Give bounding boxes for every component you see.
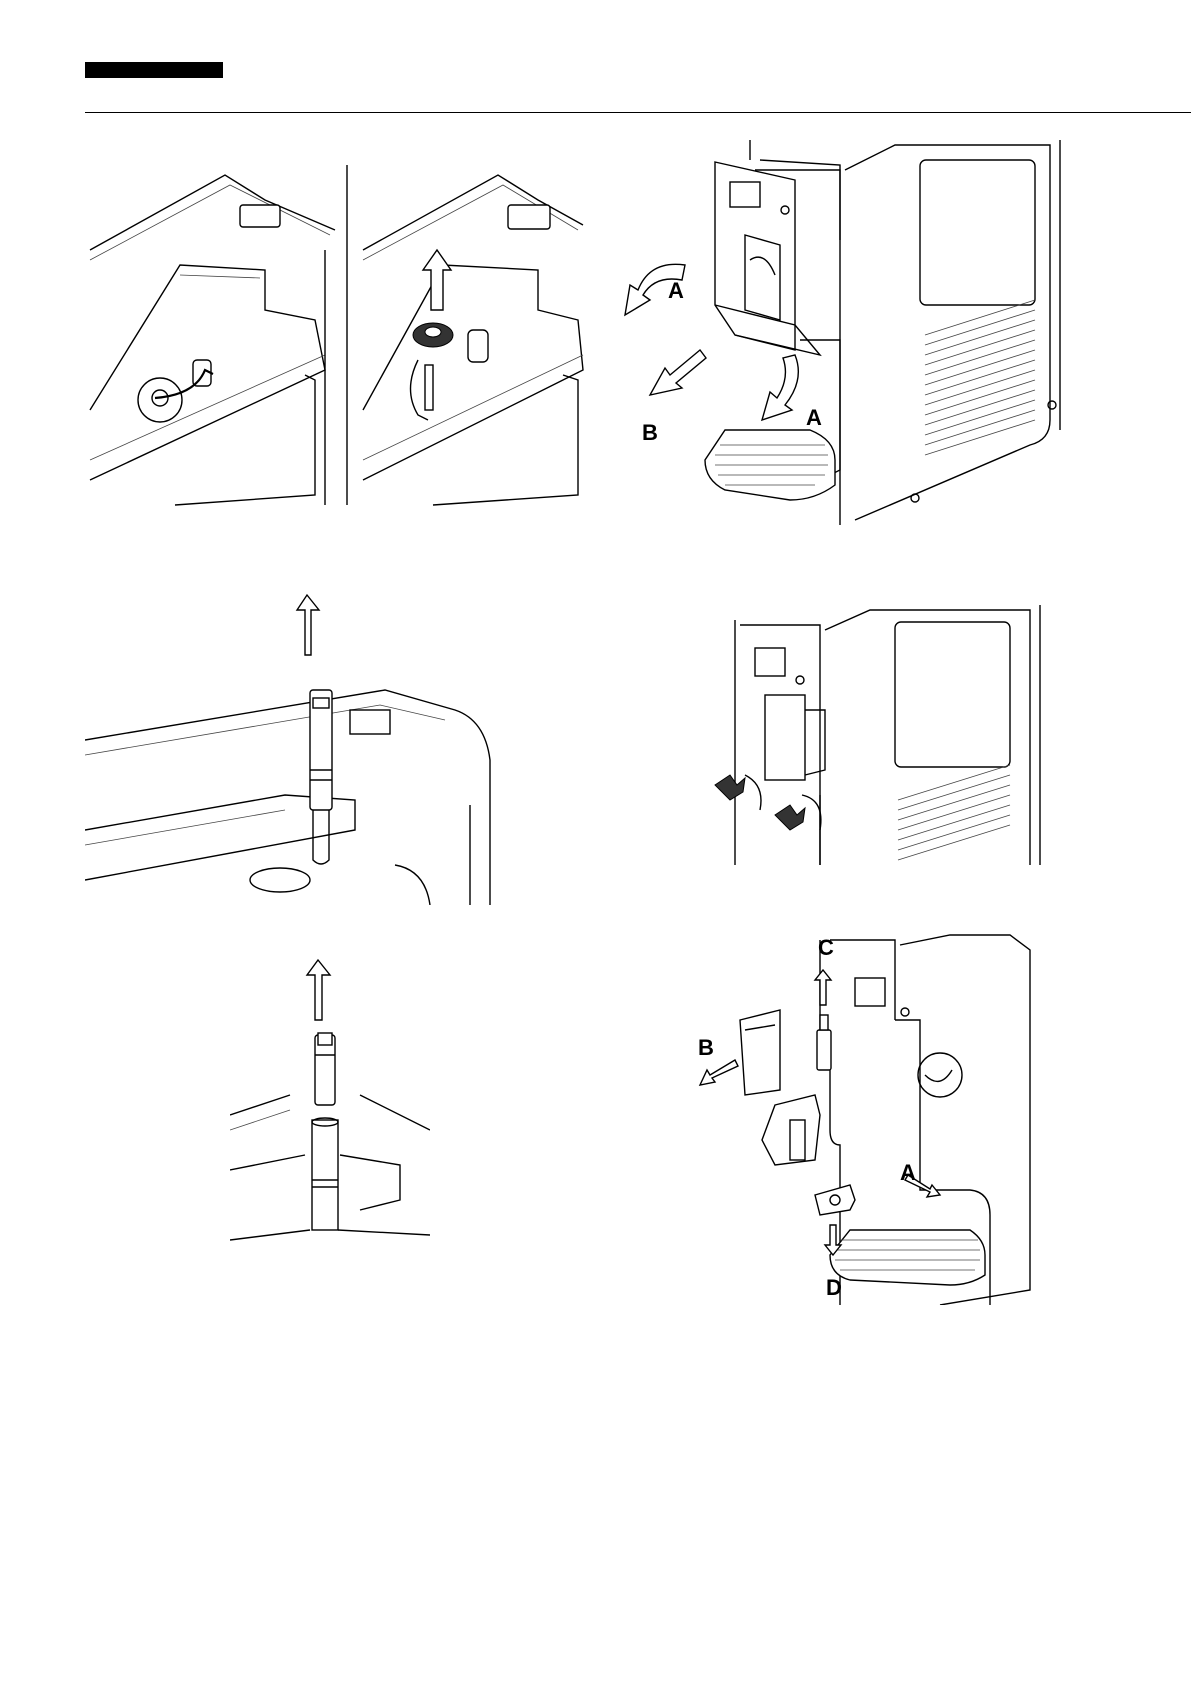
shaft-sleeve-figure — [230, 955, 430, 1260]
front-panel-figure: A B A — [620, 140, 1100, 525]
auger-shaft-figure — [85, 590, 515, 905]
tap-knobs-figure — [710, 600, 1090, 865]
vent-grille — [925, 300, 1035, 455]
tank-left-panel — [90, 165, 347, 505]
label-a-top: A — [668, 278, 684, 303]
label-a-parts: A — [900, 1160, 916, 1185]
lift-arrow-2 — [307, 960, 330, 1020]
label-b: B — [642, 420, 658, 445]
rotate-arrow-a-bottom — [762, 355, 798, 420]
header-bar — [85, 62, 223, 78]
label-c: C — [818, 935, 834, 960]
arrow-b — [700, 1060, 738, 1085]
header-rule — [85, 112, 1191, 113]
pull-arrow-b — [650, 350, 706, 395]
label-b-parts: B — [698, 1035, 714, 1060]
label-d: D — [826, 1275, 842, 1300]
tank-auger-figure — [85, 160, 590, 510]
lift-arrow — [297, 595, 319, 655]
tank-right-panel — [363, 175, 583, 505]
label-a-bottom: A — [806, 405, 822, 430]
vent-grille-2 — [898, 765, 1010, 860]
dispenser-parts-figure: C B A D — [690, 930, 1040, 1305]
arrow-c — [815, 970, 831, 1005]
